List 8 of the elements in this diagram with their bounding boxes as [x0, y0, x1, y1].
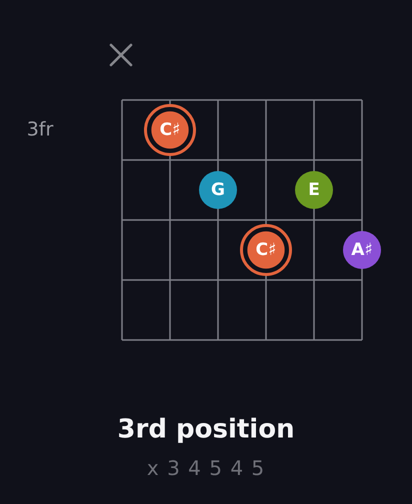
note-dot: A♯	[343, 231, 381, 269]
chord-title: 3rd position	[117, 416, 295, 444]
note-dot: E	[295, 171, 333, 209]
fret-number-label: 3fr	[26, 120, 54, 140]
fingering-label: x 3 4 5 4 5	[146, 457, 266, 479]
root-note-dot: C♯	[144, 104, 196, 156]
note-dot: G	[199, 171, 237, 209]
root-note-dot: C♯	[240, 224, 292, 276]
